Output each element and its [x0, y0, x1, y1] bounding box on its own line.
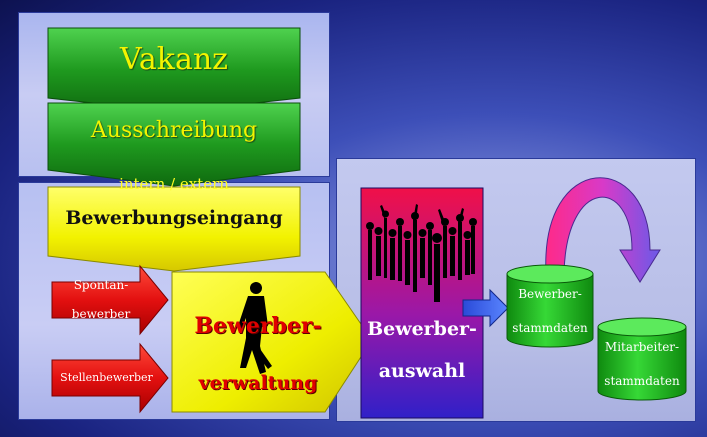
mitarbeiter-stamm-label-1: Mitarbeiter-	[604, 340, 680, 354]
bewerberverwaltung-box	[171, 271, 373, 413]
bewerbungseingang-label: Bewerbungseingang	[65, 207, 283, 229]
spontan-label-2: bewerber	[71, 307, 131, 321]
stellenbewerber-arrow	[51, 342, 169, 414]
auswahl-label-1: Bewerber-	[367, 318, 477, 340]
intern-extern-label: intern / extern	[119, 175, 229, 193]
stellenbewerber-label: Stellenbewerber	[60, 371, 153, 384]
bewerber-stamm-label-1: Bewerber-	[518, 287, 582, 301]
bewerber-stamm-label-2: stammdaten	[512, 321, 588, 335]
mitarbeiter-stamm-label-2: stammdaten	[604, 374, 680, 388]
verwaltung-label-2: verwaltung	[198, 372, 318, 394]
mitarbeiter-stammdaten-cylinder	[597, 317, 687, 401]
crowd-silhouette-icon	[366, 204, 477, 302]
businessman-figure-icon	[238, 282, 272, 374]
hire-arc-arrow	[545, 177, 661, 283]
vakanz-label: Vakanz	[120, 42, 228, 77]
auswahl-label-2: auswahl	[378, 360, 466, 382]
ausschreibung-box	[47, 102, 301, 187]
transfer-arrow	[462, 288, 509, 328]
spontan-label-1: Spontan-	[73, 278, 129, 292]
spontanbewerber-arrow	[51, 264, 169, 336]
bewerber-stammdaten-cylinder	[506, 264, 594, 348]
ausschreibung-label: Ausschreibung	[90, 118, 258, 143]
bewerbungseingang-box	[47, 186, 301, 272]
verwaltung-label-1: Bewerber-	[194, 313, 322, 339]
